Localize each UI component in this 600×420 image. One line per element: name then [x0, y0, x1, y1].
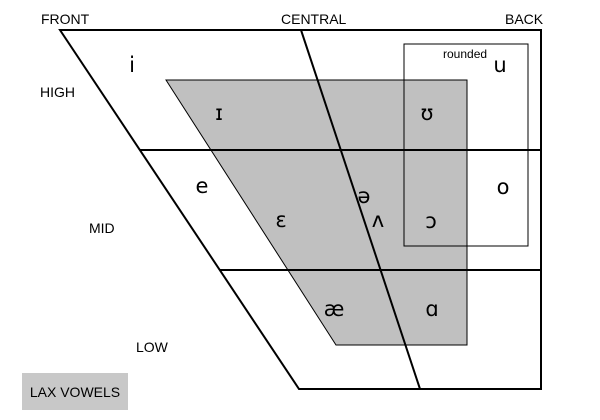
vowel-e: e: [196, 174, 209, 198]
column-label-central: CENTRAL: [281, 11, 347, 27]
vowel-u: u: [493, 53, 506, 77]
caption-box: [22, 373, 128, 410]
lax-vowel-region: [165, 79, 468, 346]
row-label-low: LOW: [136, 339, 169, 355]
central-divider: [300, 29, 421, 390]
vowel-lax-i: ɪ: [215, 101, 223, 125]
row-label-high: HIGH: [40, 84, 75, 100]
vowel-trapezoid: [58, 29, 542, 390]
vowel-ash: æ: [324, 297, 345, 321]
vowel-lax-e: ɛ: [275, 208, 286, 232]
vowel-lax-u: ʊ: [421, 101, 434, 125]
rounded-label: rounded: [443, 47, 487, 61]
vowel-open-o: ɔ: [425, 209, 437, 233]
column-label-back: BACK: [505, 11, 544, 27]
column-label-front: FRONT: [41, 11, 90, 27]
rounded-region-box: [403, 43, 529, 247]
vowel-i: i: [129, 53, 135, 77]
vowel-schwa: ə: [358, 184, 371, 208]
vowel-wedge: ʌ: [372, 208, 384, 232]
vowel-script-a: ɑ: [425, 297, 438, 321]
caption-text: LAX VOWELS: [30, 384, 120, 400]
vowel-o: o: [497, 175, 510, 199]
row-label-mid: MID: [89, 220, 115, 236]
